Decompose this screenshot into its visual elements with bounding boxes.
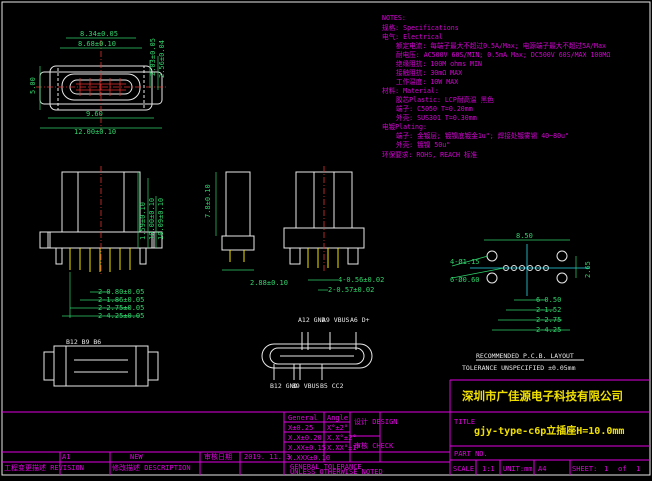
note-line-12: 端子: 金镀层; 镀镍底镀金1u"; 焊接处镀雾锡 40~80u" [396, 131, 569, 140]
pcb-dim-r4: 2-4.25 [536, 326, 561, 334]
sheet-number: 1 [604, 465, 608, 473]
pcb-dim-pins: 6-Ø0.60 [450, 276, 480, 284]
pcb-tolerance: TOLERANCE UNSPECIFIED ±0.05mm [462, 364, 576, 372]
pcb-dim-r3: 2-2.75 [536, 316, 561, 324]
note-line-1: 电气: Electrical [382, 32, 443, 41]
sheet-label: SHEET: [572, 465, 597, 473]
pin-b9: B9 VBUS [292, 382, 319, 390]
front-view: 1.59±0.10 10.00±0.10 10.09±0.10 2-0.80±0… [39, 166, 165, 320]
pin-b5: B5 CC2 [320, 382, 344, 390]
top-dim-5-00: 5.00 [29, 77, 37, 94]
bottom-pin-range: B12 B9 B6 [66, 338, 101, 346]
note-line-3: 耐电压: AC500V 60S/MIN; 0.5mA Max; DC500V 6… [396, 50, 610, 59]
front-dim-10-09: 10.09±0.10 [157, 198, 165, 240]
top-dim-8-34: 8.34±0.05 [80, 30, 118, 38]
desc-label: 修改描述 DESCRIPTION [112, 463, 191, 472]
notes-header: NOTES: [382, 14, 406, 22]
front-pitch-2: 2-1.86±0.05 [98, 296, 144, 304]
sheet-total: 1 [636, 465, 640, 473]
date-value: 2019. 11. 3 [244, 453, 290, 461]
side-view: 7.8±0.10 2.88±0.10 [204, 171, 288, 287]
unit-label: UNIT:mm [503, 465, 533, 473]
note-line-9: 端子: C5050 T=0.20mm [396, 104, 473, 113]
pcb-dim-2-65: 2.65 [584, 261, 592, 278]
scale-value: 1:1 [482, 465, 495, 473]
note-line-4: 绝缘阻抗: 100M ohms MIN [396, 59, 482, 68]
part-title: gjy-type-c6p立插座H=10.0mm [474, 424, 624, 437]
rev-status: NEW [130, 453, 143, 461]
side-dim-7-8: 7.8±0.10 [204, 184, 212, 218]
back-dim-0-56: 4-0.56±0.02 [338, 276, 384, 284]
tol-row-0-ang: X°±2° [327, 424, 348, 432]
note-line-5: 接触阻抗: 30mΩ MAX [396, 68, 462, 77]
note-line-11: 电镀Plating: [382, 122, 427, 131]
title-label: TITLE [454, 418, 475, 426]
part-no-label: PART NO. [454, 450, 488, 458]
bottom-view: B12 B9 B6 [43, 338, 159, 387]
sheet-of: of [618, 465, 626, 473]
pin-b12: B12 GND [270, 382, 297, 390]
tol-row-2-lin: X.XX±0.15 [288, 444, 326, 452]
note-line-10: 外壳: SUS301 T=0.30mm [396, 113, 477, 122]
notes-block: NOTES: 规格: Specifications 电气: Electrical… [382, 14, 610, 159]
pcb-dim-r1: 6-0.50 [536, 296, 561, 304]
top-view: 8.34±0.05 8.68±0.10 5.00 2.03±0.05 2.56±… [29, 30, 166, 136]
front-pitch-4: 2-4.25±0.05 [98, 312, 144, 320]
rev-code: A1 [62, 453, 70, 461]
note-line-0: 规格: Specifications [382, 23, 459, 32]
check-label: 审核 CHECK [354, 441, 394, 450]
top-dim-2-56: 2.56±0.04 [158, 40, 166, 78]
front-dim-10-00: 10.00±0.10 [148, 198, 156, 240]
title-block: 深圳市广佳源电子科技有限公司 TITLE gjy-type-c6p立插座H=10… [2, 379, 650, 476]
paper-size: A4 [538, 465, 546, 473]
pcb-dim-r2: 2-1.52 [536, 306, 561, 314]
front-pitch-1: 2-0.80±0.05 [98, 288, 144, 296]
tol-row-2-ang: X.XX°±1° [327, 444, 361, 452]
design-label: 设计 DESIGN [354, 417, 398, 426]
tol-row-3-lin: X.XXX±0.10 [288, 454, 330, 462]
top-dim-12-00: 12.00±0.10 [74, 128, 116, 136]
tol-row-1-lin: X.X±0.20 [288, 434, 322, 442]
unless-noted: UNLESS OTHERWISE NOTED [290, 468, 383, 476]
pin-a12: A12 GND [298, 316, 325, 324]
pcb-title: RECOMMENDED P.C.B. LAYOUT [476, 352, 574, 360]
pcb-dim-holes: 4-Ø1.15 [450, 258, 480, 266]
scale-label: SCALE [453, 465, 474, 473]
top-dim-2-03: 2.03±0.05 [149, 38, 157, 76]
front-pitch-3: 2-2.75±0.05 [98, 304, 144, 312]
top-dim-8-68: 8.68±0.10 [78, 40, 116, 48]
side-dim-2-88: 2.88±0.10 [250, 279, 288, 287]
note-line-13: 外壳: 镀镍 50u" [396, 140, 450, 149]
back-dim-0-57: 2-0.57±0.02 [328, 286, 374, 294]
revision-label: 工程变更描述 REVISION [4, 463, 84, 472]
pcb-dim-width: 8.50 [516, 232, 533, 240]
top-dim-9-60: 9.60 [86, 110, 103, 118]
mouth-view: A12 GND A9 VBUS A6 D+ B12 GND B9 VBUS B5… [261, 316, 373, 390]
back-view: 4-0.56±0.02 2-0.57±0.02 [283, 166, 384, 294]
general-tolerance: GENERAL TOLERANCE [290, 463, 362, 471]
tol-angle-label: Angle [327, 414, 348, 422]
pin-a6: A6 D+ [350, 316, 370, 324]
front-dim-1-59: 1.59±0.10 [139, 202, 147, 240]
tol-general-label: General [288, 414, 318, 422]
note-line-7: 材料: Material: [382, 86, 439, 95]
tol-row-0-lin: X±0.25 [288, 424, 313, 432]
date-label: 审核日期 [204, 452, 232, 461]
note-line-6: 工作温度: 10W MAX [396, 77, 458, 86]
pin-a9: A9 VBUS [322, 316, 349, 324]
note-line-8: 胶芯Plastic: LCP耐高温 黑色 [396, 95, 494, 104]
note-line-2: 额定电流: 每端子最大不超过0.5A/Max; 电源端子最大不超过5A/Max [396, 41, 606, 50]
tol-row-1-ang: X.X°±2° [327, 434, 357, 442]
company-name: 深圳市广佳源电子科技有限公司 [462, 389, 623, 403]
note-line-14: 环保要求: ROHS, REACH 标准 [382, 150, 478, 159]
pcb-layout: 8.50 4-Ø1.15 6-Ø0.60 2.65 6-0.50 2-1.52 … [450, 232, 592, 372]
